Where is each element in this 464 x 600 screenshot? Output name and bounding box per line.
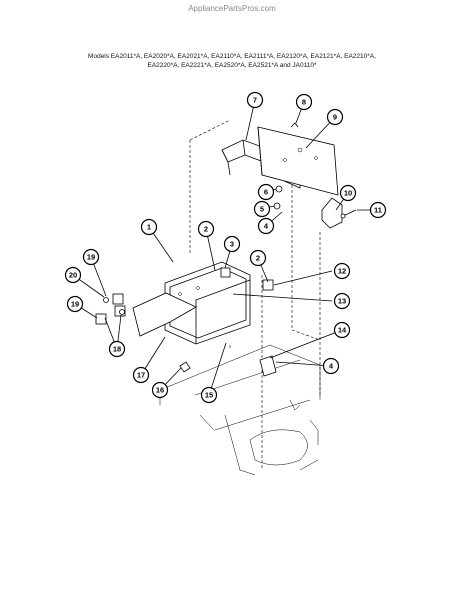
control-overlay (132, 292, 197, 337)
callout-15: 15 (200, 386, 218, 404)
svg-text:20: 20 (69, 271, 77, 280)
svg-text:8: 8 (302, 98, 306, 107)
models-caption: Models EA2011*A, EA2020*A, EA2021*A, EA2… (60, 52, 404, 70)
callout-4a: 4 (257, 217, 275, 235)
svg-text:11: 11 (374, 206, 382, 215)
svg-text:19: 19 (87, 253, 95, 262)
watermark-text: AppliancePartsPros.com (188, 4, 276, 13)
hinge-screw-head (340, 213, 346, 219)
svg-text:2: 2 (256, 254, 260, 263)
svg-text:16: 16 (156, 386, 164, 395)
svg-text:12: 12 (338, 267, 346, 276)
callout-12: 12 (333, 262, 351, 280)
callout-19a: 19 (82, 248, 100, 266)
callout-1: 1 (140, 218, 158, 236)
callout-2b: 2 (249, 249, 267, 267)
callout-17: 17 (132, 366, 150, 384)
callout-16: 16 (151, 381, 169, 399)
svg-text:13: 13 (338, 297, 346, 306)
svg-text:4: 4 (329, 362, 334, 371)
svg-text:15: 15 (205, 391, 213, 400)
svg-text:10: 10 (344, 189, 352, 198)
svg-text:18: 18 (113, 345, 121, 354)
callout-4b: 4 (322, 357, 340, 375)
callout-14: 14 (333, 321, 351, 339)
models-line-1: Models EA2011*A, EA2020*A, EA2021*A, EA2… (88, 53, 376, 60)
svg-text:1: 1 (147, 223, 151, 232)
svg-text:9: 9 (333, 113, 337, 122)
svg-text:2: 2 (204, 225, 208, 234)
callout-7: 7 (246, 91, 264, 109)
svg-text:7: 7 (253, 96, 257, 105)
screw-part (273, 202, 281, 210)
console-panel (164, 261, 251, 345)
svg-text:3: 3 (230, 240, 234, 249)
callout-18: 18 (108, 340, 126, 358)
models-line-2: EA2220*A, EA2221*A, EA2520*A, EA2521*A a… (147, 62, 317, 69)
callout-9: 9 (326, 108, 344, 126)
svg-text:19: 19 (71, 300, 79, 309)
svg-text:17: 17 (137, 371, 145, 380)
callout-6: 6 (257, 183, 275, 201)
lamp-part (179, 361, 191, 373)
callout-10: 10 (339, 184, 357, 202)
svg-text:4: 4 (264, 222, 269, 231)
callout-13: 13 (333, 292, 351, 310)
callout-3: 3 (223, 235, 241, 253)
rear-plate (257, 126, 339, 196)
callout-5: 5 (253, 200, 271, 218)
callout-11: 11 (369, 201, 387, 219)
callout-8: 8 (295, 93, 313, 111)
svg-text:14: 14 (338, 326, 347, 335)
knob-assembly (95, 293, 126, 325)
svg-text:5: 5 (260, 205, 264, 214)
svg-text:6: 6 (264, 188, 268, 197)
hinge-block (321, 197, 343, 229)
switch-3 (220, 267, 231, 278)
callout-19b: 19 (66, 295, 84, 313)
callout-2a: 2 (197, 220, 215, 238)
washer-part (275, 185, 283, 193)
clip-part (290, 122, 299, 128)
timer-part (259, 355, 277, 377)
callout-20: 20 (64, 266, 82, 284)
switch-12 (262, 279, 274, 291)
